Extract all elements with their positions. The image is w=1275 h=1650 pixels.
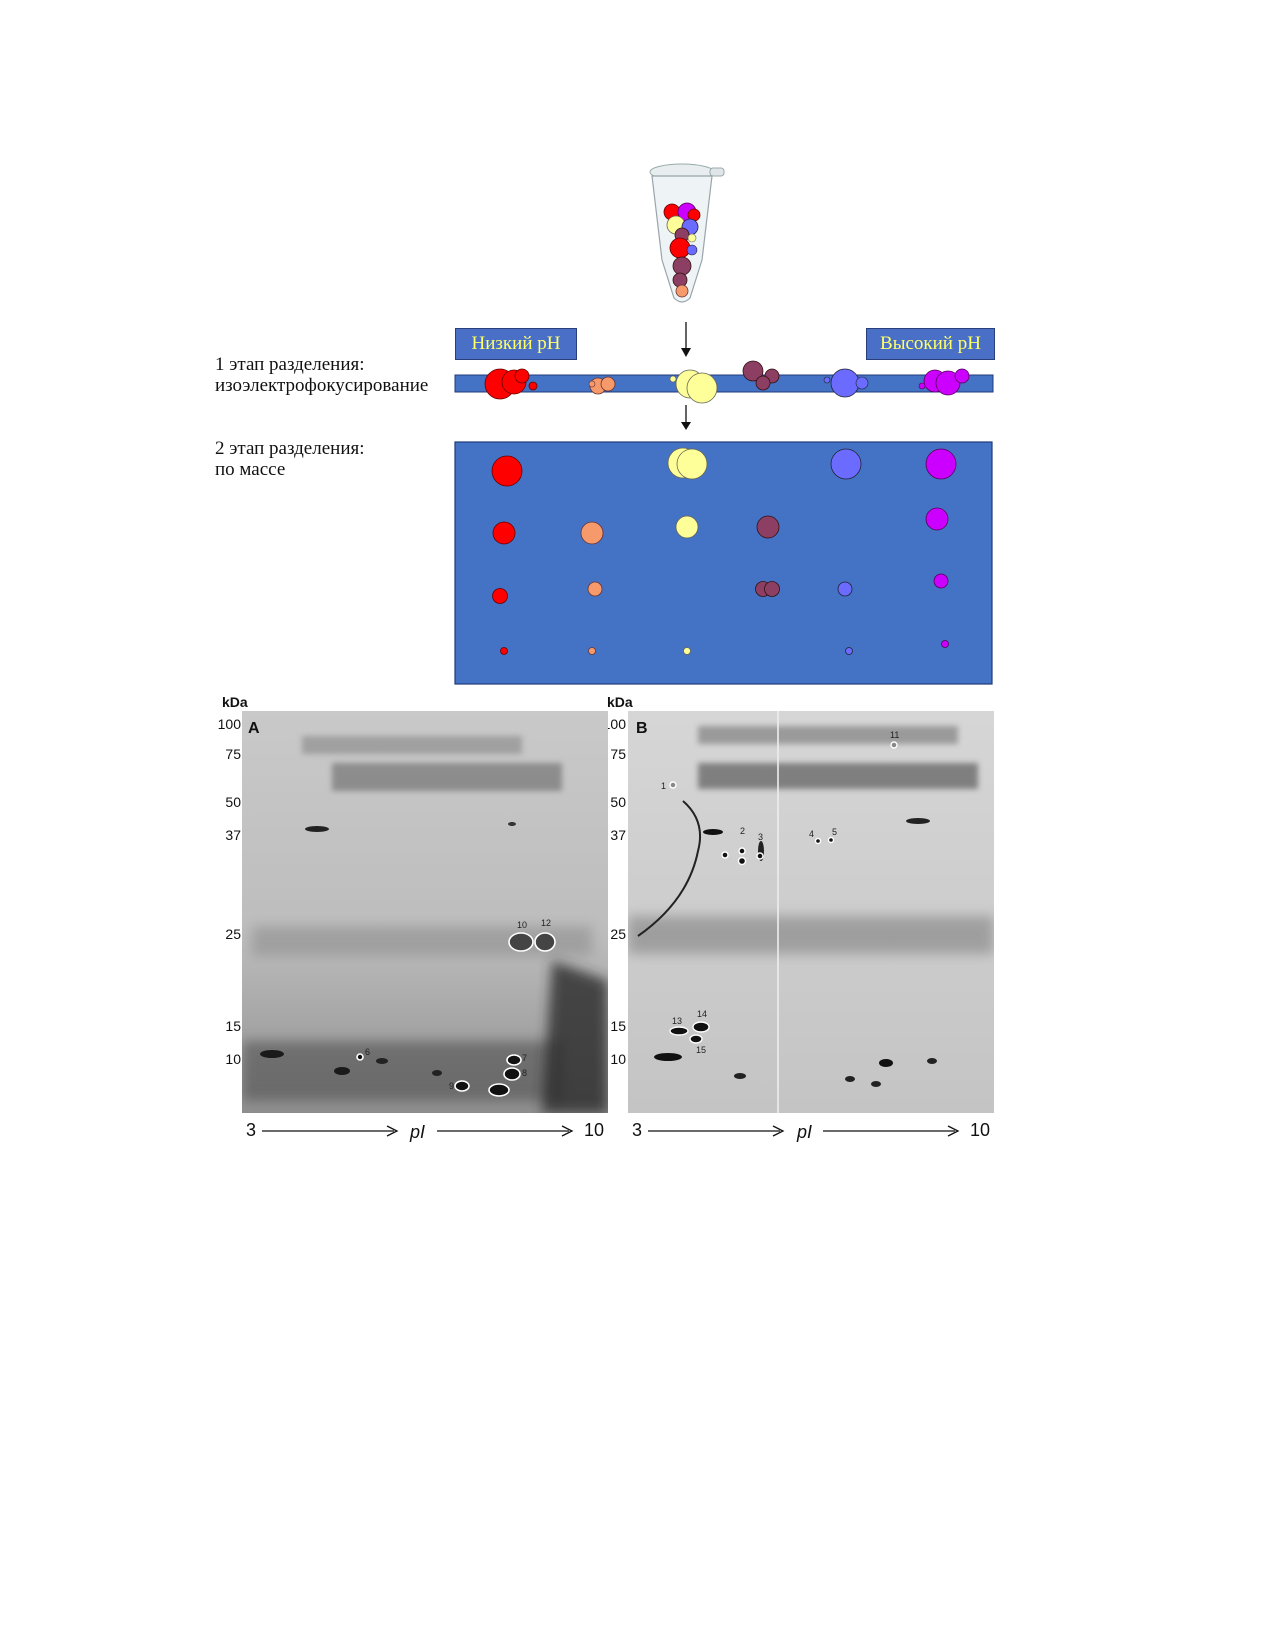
spot-label: 9 [449, 1081, 454, 1091]
spot-label: 4 [809, 829, 814, 839]
kda-tick: 37 [610, 827, 626, 843]
spot-label: 10 [517, 920, 527, 930]
spot-14 [692, 1021, 710, 1033]
arrow-right-icon [823, 1125, 960, 1137]
axis-pi-a: pI [410, 1122, 426, 1142]
spot-label: 3 [758, 832, 763, 842]
arrow-right-icon [437, 1125, 574, 1137]
spot-8 [503, 1067, 521, 1081]
arrow-right-icon [262, 1125, 399, 1137]
arrow-down-icon [681, 405, 691, 430]
spot-3 [756, 852, 764, 860]
spot-label: 8 [522, 1068, 527, 1078]
low-ph-label: Низкий pH [455, 328, 577, 360]
axis-end-a: 10 [584, 1120, 605, 1140]
axis-start-a: 3 [246, 1120, 257, 1140]
spot-12 [534, 932, 556, 952]
spot-label: 14 [697, 1009, 707, 1019]
spot-label: 1 [661, 781, 666, 791]
ief-strip [454, 360, 994, 404]
kda-tick: 10 [610, 1051, 626, 1067]
spot-9 [454, 1080, 470, 1092]
axis-pi-b: pI [797, 1122, 813, 1142]
arrow-down-icon [681, 322, 691, 357]
high-ph-label: Высокий pH [866, 328, 995, 360]
kda-label-a: kDa [222, 694, 248, 710]
stage1-label-line1: 1 этап разделения: [215, 354, 365, 375]
stage1-label: 1 этап разделения: изоэлектрофокусирован… [215, 354, 428, 396]
spot-label: 7 [522, 1053, 527, 1063]
stage1-label-line2: изоэлектрофокусирование [215, 375, 429, 396]
kda-tick: 75 [610, 746, 626, 762]
kda-tick: 15 [610, 1018, 626, 1034]
spot-10 [508, 932, 534, 952]
kda-tick: 25 [225, 926, 241, 942]
spot-7 [506, 1054, 522, 1066]
kda-tick: 50 [225, 794, 241, 810]
kda-tick: 15 [225, 1018, 241, 1034]
axis-end-b: 10 [970, 1120, 991, 1140]
axis-start-b: 3 [632, 1120, 643, 1140]
sample-tube [649, 163, 725, 303]
spot-label: 12 [541, 918, 551, 928]
gel-photo-a: 6 7 8 9 10 12 [242, 711, 608, 1113]
kda-label-b: kDa [607, 694, 633, 710]
spot-13 [669, 1026, 689, 1036]
kda-tick: 75 [225, 746, 241, 762]
stage2-label-line2: по массе [215, 459, 286, 480]
kda-tick: 10 [225, 1051, 241, 1067]
spot-11 [890, 741, 898, 749]
spot-4 [814, 837, 822, 845]
panel-b-letter: B [636, 720, 648, 737]
kda-tick: 50 [610, 794, 626, 810]
spot-label: 6 [365, 1047, 370, 1057]
spot-label: 13 [672, 1016, 682, 1026]
stage2-label-line1: 2 этап разделения: [215, 438, 365, 459]
kda-tick: 37 [225, 827, 241, 843]
spot-5 [827, 836, 835, 844]
spot-label: 11 [890, 730, 899, 740]
spot-6 [356, 1053, 364, 1061]
spot-label: 5 [832, 827, 837, 837]
panel-a-letter: A [248, 720, 260, 737]
spot-label: 2 [740, 826, 745, 836]
spot-2 [738, 847, 746, 855]
spot-label: 15 [696, 1045, 706, 1055]
stage2-label: 2 этап разделения: по массе [215, 438, 365, 480]
kda-tick: 100 [602, 716, 626, 732]
kda-tick: 25 [610, 926, 626, 942]
mass-separation-gel [454, 441, 993, 685]
spot-1 [669, 781, 677, 789]
kda-tick: 100 [217, 716, 241, 732]
arrow-right-icon [648, 1125, 785, 1137]
gel-photo-b: 1 2 3 4 5 11 13 14 15 [628, 711, 994, 1113]
spot-15 [689, 1034, 703, 1044]
